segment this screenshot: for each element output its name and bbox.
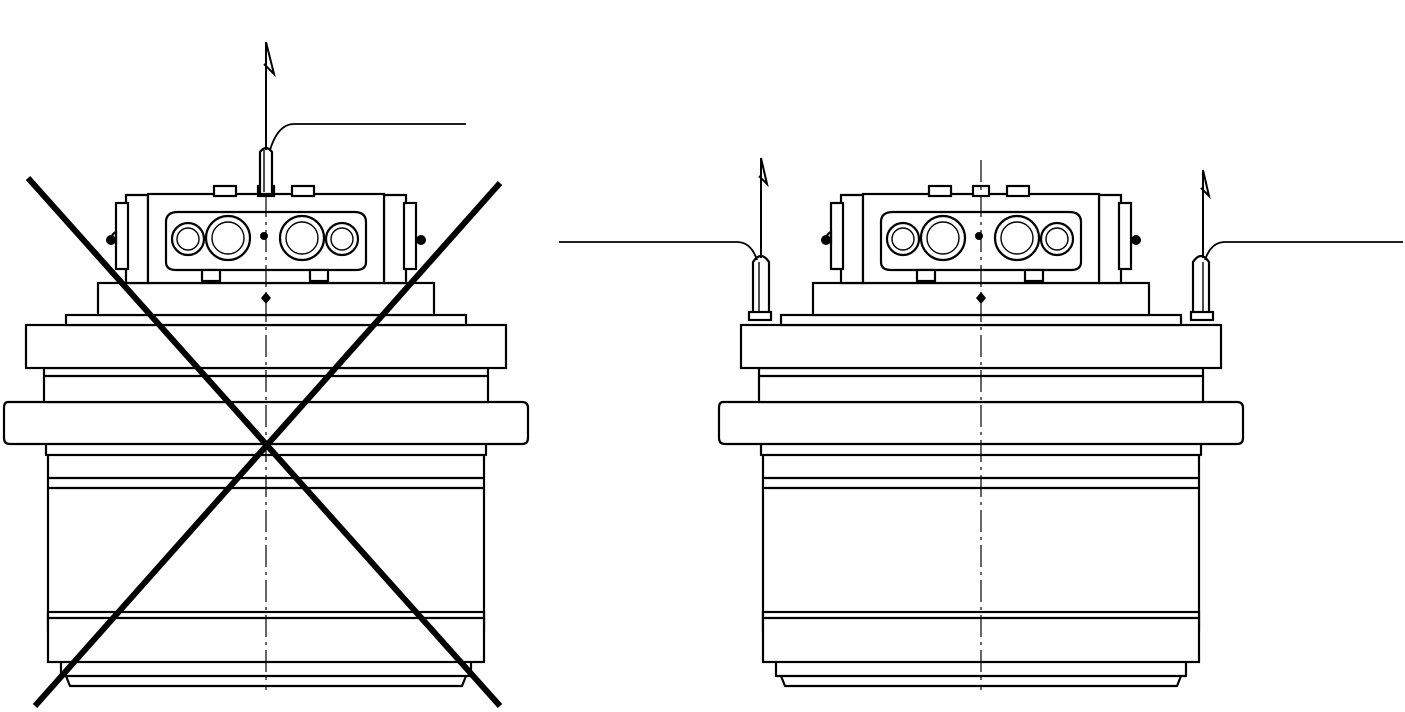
leader-line	[559, 241, 758, 261]
incorrect-lift-diagram	[2, 41, 530, 708]
travel-motor-drawing	[559, 157, 1403, 692]
eyebolt-icon	[747, 254, 773, 322]
leader-line	[1204, 241, 1403, 261]
eyebolt-icon	[258, 146, 274, 196]
lift-arrow-icon	[758, 157, 769, 258]
correct-lift-diagram	[559, 157, 1403, 692]
lift-arrow-icon	[1200, 169, 1211, 258]
lift-arrow-icon	[263, 41, 276, 150]
x-mark-icon	[25, 176, 503, 708]
eyebolt-icon	[1189, 254, 1215, 322]
leader-line	[269, 123, 466, 151]
travel-motor-drawing	[2, 41, 530, 692]
